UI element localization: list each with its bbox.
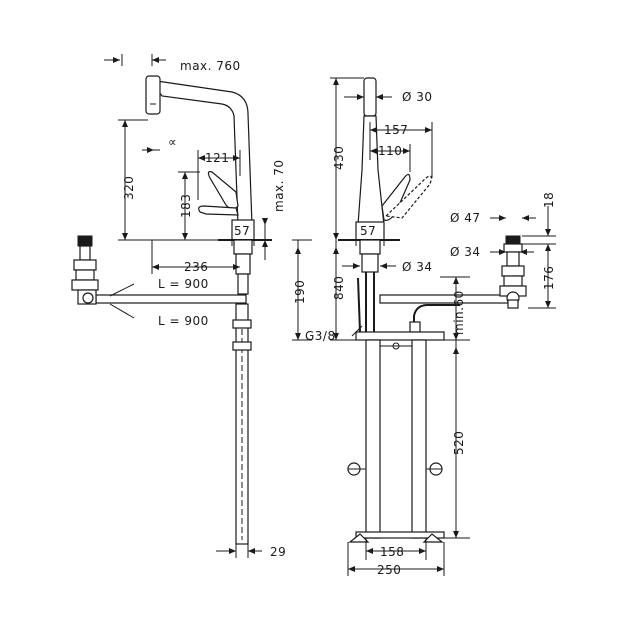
front-width-158-label: 158	[380, 545, 404, 559]
side-spray-head	[145, 75, 161, 115]
side-width-121-label: 121	[205, 151, 229, 165]
front-height-430-label: 430	[332, 146, 346, 170]
front-view: 430 Ø 30 157 110 57 Ø 34 840	[292, 77, 509, 577]
front-width-157-label: 157	[384, 123, 408, 137]
front-height-520-label: 520	[452, 431, 466, 455]
front-spray-head	[363, 77, 377, 117]
detail-d34-label: Ø 34	[450, 245, 481, 259]
detail-view: Ø 47 Ø 34 18 176	[450, 192, 556, 309]
front-thread-label: G3/8	[305, 329, 336, 343]
front-width-250-label: 250	[377, 563, 401, 577]
front-clamp-right	[426, 462, 443, 476]
side-hose-top-label: L = 900	[158, 277, 209, 291]
side-width-236-label: 236	[184, 260, 208, 274]
side-hose-bottom-label: L = 900	[158, 314, 209, 328]
swivel-symbol: ∝	[168, 135, 177, 149]
front-lever	[381, 173, 411, 221]
side-valve-assembly	[71, 235, 99, 305]
side-max-70-label: max. 70	[272, 159, 286, 212]
front-height-840-label: 840	[332, 276, 346, 300]
detail-h18-label: 18	[542, 192, 556, 208]
front-clamp-left	[347, 462, 366, 476]
detail-h176-label: 176	[542, 266, 556, 290]
side-height-320-label: 320	[122, 176, 136, 200]
side-lever	[207, 171, 239, 210]
side-height-183-label: 183	[179, 194, 193, 218]
front-hose-horizontal	[379, 294, 509, 304]
front-width-110-label: 110	[378, 144, 402, 158]
front-d34-label: Ø 34	[402, 260, 433, 274]
front-height-190-label: 190	[293, 280, 307, 304]
detail-cap	[505, 235, 521, 245]
front-d30-label: Ø 30	[402, 90, 433, 104]
side-view: max. 760 320 ∝ 183 121 max. 70 57 236	[71, 54, 286, 559]
detail-d47-label: Ø 47	[450, 211, 481, 225]
front-frame-left-leg	[365, 339, 381, 539]
front-min60-label: min.60	[452, 290, 466, 335]
side-max-reach-label: max. 760	[180, 59, 241, 73]
side-57-label: 57	[234, 224, 250, 238]
side-hose-horizontal	[95, 294, 247, 304]
side-width-29-label: 29	[270, 545, 286, 559]
side-lever-open	[198, 205, 239, 216]
front-mounting-plate	[355, 331, 445, 341]
front-57-label: 57	[360, 224, 376, 238]
front-spout	[357, 115, 385, 226]
front-frame-right-leg	[411, 339, 427, 539]
front-lever-open	[384, 175, 432, 219]
